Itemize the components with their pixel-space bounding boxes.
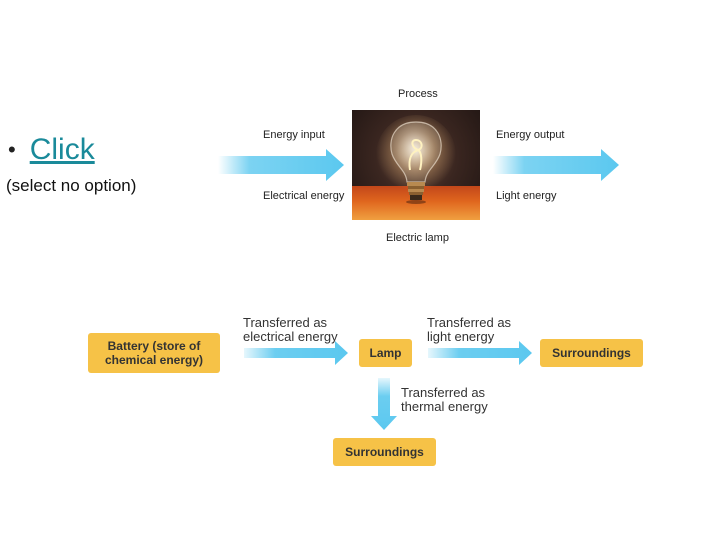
battery-box: Battery (store of chemical energy) [88,333,220,373]
arrow3-label: Transferred as thermal energy [401,385,488,414]
surroundings-box-right: Surroundings [540,339,643,367]
energy-output-arrow [493,149,619,181]
lamp-box: Lamp [359,339,412,367]
energy-input-arrow [218,149,344,181]
energy-input-label: Energy input [263,129,325,141]
select-note: (select no option) [6,176,137,195]
arrow-battery-to-lamp [244,341,348,365]
battery-box-label: Battery (store of chemical energy) [104,339,204,367]
energy-output-value: Light energy [496,190,557,202]
lamp-box-label: Lamp [369,346,402,360]
arrow1-label: Transferred as electrical energy [243,315,338,344]
bullet-marker: • [8,137,16,162]
surroundings-box-bottom: Surroundings [333,438,436,466]
device-label: Electric lamp [386,232,449,244]
arrow-lamp-to-surroundings [428,341,532,365]
bullet-item: • Click [8,130,95,170]
surroundings-right-label: Surroundings [552,346,631,360]
energy-input-value: Electrical energy [263,190,345,202]
lamp-photo [352,110,480,220]
arrow-lamp-to-bottom-surroundings [371,378,397,430]
light-bulb-icon [376,115,456,204]
process-label: Process [398,88,438,100]
surroundings-bottom-label: Surroundings [345,445,424,459]
click-link[interactable]: Click [29,133,95,166]
energy-output-label: Energy output [496,129,565,141]
arrow2-label: Transferred as light energy [427,315,512,344]
